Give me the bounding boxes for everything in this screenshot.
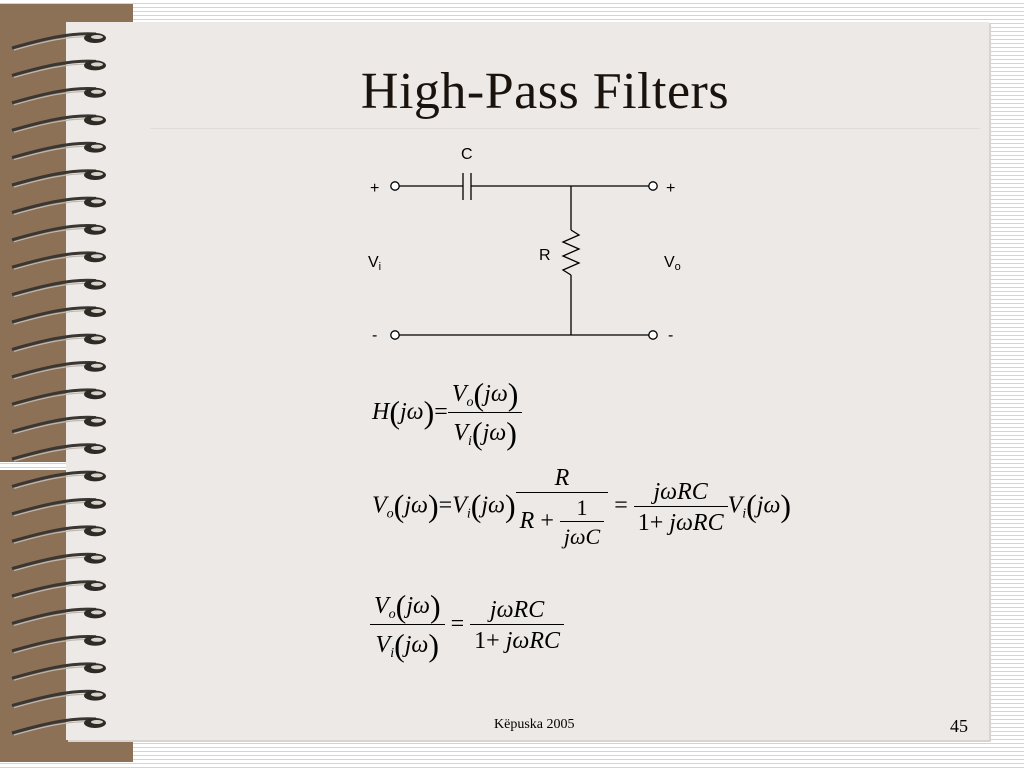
- binder-ring: [11, 251, 106, 270]
- binder-ring: [11, 443, 106, 462]
- binder-ring: [11, 388, 106, 407]
- binder-ring: [11, 662, 106, 681]
- binder-ring: [11, 333, 106, 352]
- binder-ring: [11, 607, 106, 626]
- title-divider: [150, 128, 980, 129]
- binder-ring: [11, 278, 106, 298]
- binder-ring: [11, 497, 106, 517]
- binder-ring: [11, 223, 106, 243]
- binder-ring: [11, 86, 106, 106]
- binder-ring: [11, 306, 106, 325]
- slide-number: 45: [950, 716, 968, 736]
- spiral-binding: [11, 32, 106, 736]
- binder-ring: [11, 552, 106, 572]
- input-voltage-label: Vi: [368, 254, 381, 273]
- high-pass-circuit-diagram: C R + + - - Vi Vo: [368, 146, 681, 344]
- binder-ring: [11, 415, 106, 435]
- binder-ring: [11, 114, 106, 133]
- input-minus-sign: -: [372, 327, 377, 344]
- capacitor-label: C: [461, 146, 473, 163]
- binder-ring: [11, 59, 106, 78]
- slide-page: [66, 22, 989, 740]
- binder-ring: [11, 689, 106, 709]
- binder-ring: [11, 196, 106, 215]
- transfer-function-result: Vo(jω) Vi(jω) = jωRC 1+ jωRC: [370, 590, 564, 661]
- slide-title: High-Pass Filters: [360, 63, 730, 120]
- binder-ring: [11, 717, 106, 736]
- transfer-function-definition: H(jω)= Vo(jω) Vi(jω): [372, 378, 523, 449]
- binder-ring: [11, 525, 106, 544]
- binder-ring: [11, 360, 106, 380]
- binder-ring: [11, 634, 106, 654]
- resistor-label: R: [539, 247, 551, 264]
- binder-ring: [11, 580, 106, 599]
- binder-ring: [11, 32, 106, 51]
- output-plus-sign: +: [666, 180, 675, 197]
- binder-ring: [11, 169, 106, 188]
- input-plus-sign: +: [370, 180, 379, 197]
- footer-author: Këpuska 2005: [494, 717, 575, 732]
- output-minus-sign: -: [668, 327, 673, 344]
- output-voltage-label: Vo: [664, 254, 681, 273]
- binder-ring: [11, 470, 106, 489]
- binder-ring: [11, 141, 106, 161]
